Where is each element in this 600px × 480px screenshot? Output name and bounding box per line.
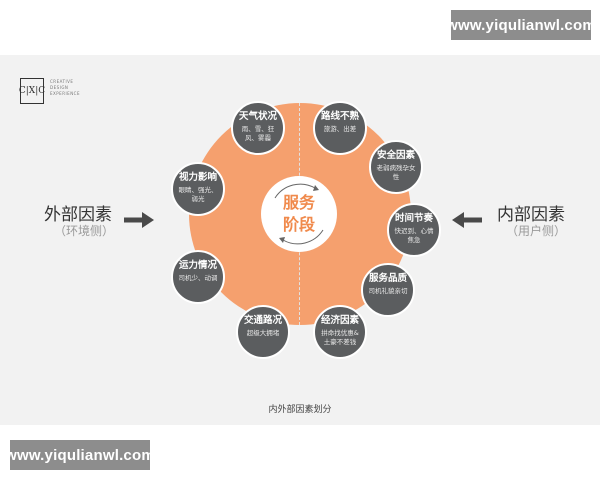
external-factors-title: 外部因素 bbox=[44, 205, 112, 225]
watermark-top: www.yiqulianwl.com bbox=[446, 10, 596, 40]
logo-line: DESIGN bbox=[50, 85, 69, 90]
node-title: 天气状况 bbox=[238, 111, 277, 122]
node-time-pace: 时间节奏 快迟到、心情焦急 bbox=[387, 203, 441, 257]
node-safety: 安全因素 老弱病残孕女性 bbox=[369, 140, 423, 194]
arrow-right-icon bbox=[124, 212, 154, 228]
node-capacity: 运力情况 司机少、动调 bbox=[171, 250, 225, 304]
node-title: 路线不熟 bbox=[320, 111, 359, 122]
node-economy: 经济因素 拼命找优惠&土豪不差钱 bbox=[313, 305, 367, 359]
node-desc: 旅游、出差 bbox=[323, 125, 357, 133]
center-label-line1: 服务 bbox=[282, 193, 315, 212]
node-title: 安全因素 bbox=[376, 150, 415, 161]
node-title: 运力情况 bbox=[178, 260, 217, 271]
center-label: 服务 阶段 bbox=[261, 176, 337, 252]
logo-mark: C|X|C bbox=[19, 78, 45, 104]
internal-factors-title: 内部因素 bbox=[497, 205, 565, 225]
internal-factors-subtitle: （用户侧） bbox=[506, 224, 567, 238]
external-factors-subtitle: （环境侧） bbox=[54, 224, 115, 238]
center-circle bbox=[261, 176, 337, 252]
arrow-left-icon bbox=[452, 212, 482, 228]
logo-line: EXPERIENCE bbox=[50, 91, 81, 96]
node-unfamiliar-route: 路线不熟 旅游、出差 bbox=[313, 101, 367, 155]
node-vision: 视力影响 眼睛、强光、弱光 bbox=[171, 162, 225, 216]
node-desc: 眼睛、强光、弱光 bbox=[178, 186, 218, 203]
logo-line: CREATIVE bbox=[50, 79, 74, 84]
node-traffic: 交通路况 超级大拥堵 bbox=[236, 305, 290, 359]
node-service-quality: 服务品质 司机礼貌亲切 bbox=[361, 263, 415, 317]
diagram-caption: 内外部因素划分 bbox=[268, 405, 332, 415]
node-desc: 雨、雪、狂风、雾霾 bbox=[241, 125, 275, 142]
node-weather: 天气状况 雨、雪、狂风、雾霾 bbox=[231, 101, 285, 155]
logo: C|X|C CREATIVE DESIGN EXPERIENCE bbox=[19, 78, 80, 104]
node-title: 交通路况 bbox=[243, 315, 282, 326]
node-title: 视力影响 bbox=[178, 172, 217, 183]
watermark-bottom: www.yiqulianwl.com bbox=[5, 440, 155, 470]
center-label-line2: 阶段 bbox=[282, 215, 315, 234]
node-title: 时间节奏 bbox=[394, 213, 433, 224]
logo-text: CREATIVE DESIGN EXPERIENCE bbox=[50, 79, 80, 97]
node-desc: 拼命找优惠&土豪不差钱 bbox=[321, 329, 359, 346]
node-desc: 超级大拥堵 bbox=[246, 329, 280, 337]
node-desc: 快迟到、心情焦急 bbox=[394, 227, 434, 244]
cycle-arrows-icon bbox=[274, 183, 324, 245]
node-title: 服务品质 bbox=[368, 273, 407, 284]
node-desc: 司机礼貌亲切 bbox=[368, 287, 408, 295]
node-desc: 司机少、动调 bbox=[178, 274, 218, 282]
node-title: 经济因素 bbox=[320, 315, 359, 326]
node-desc: 老弱病残孕女性 bbox=[376, 164, 416, 181]
